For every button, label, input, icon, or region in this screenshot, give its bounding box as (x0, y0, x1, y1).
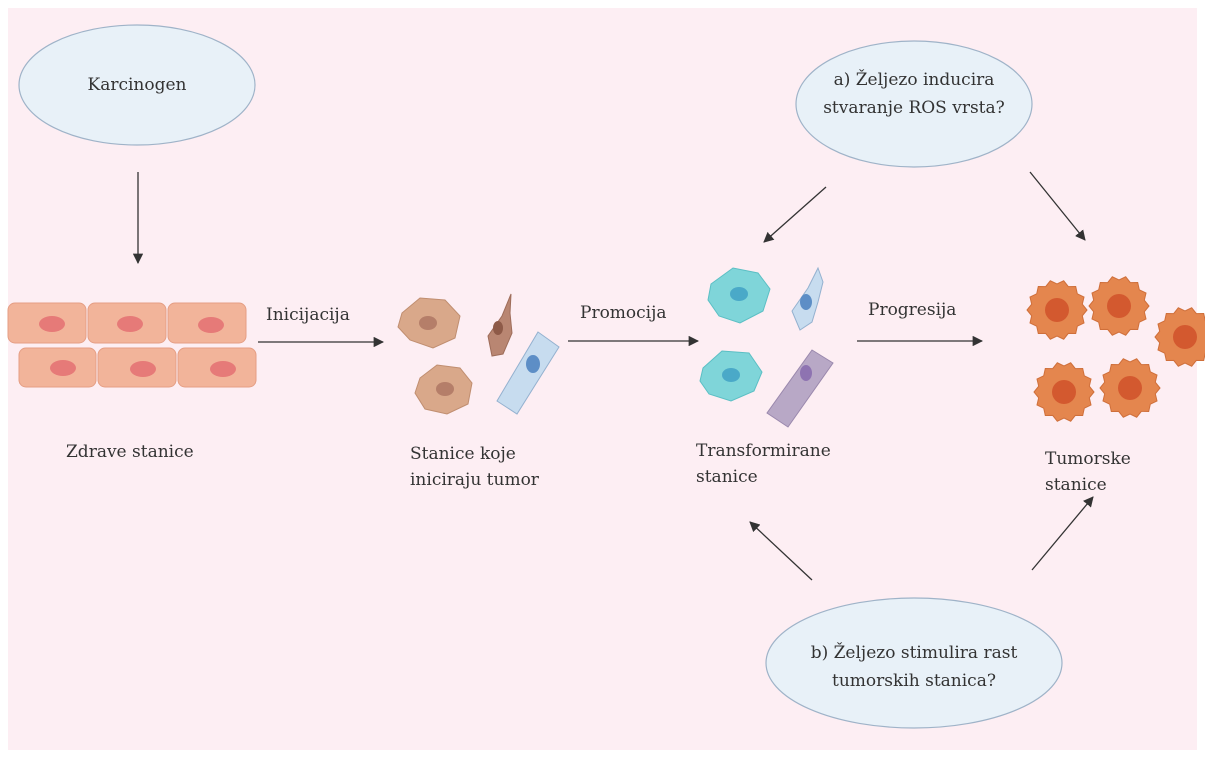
initiating-cells-label-line1: Stanice koje (410, 444, 516, 464)
promotion-label: Promocija (580, 303, 667, 323)
question-b-bubble (765, 597, 1063, 729)
tumor-cell-nucleus (1045, 298, 1069, 322)
initiating-cells (397, 293, 560, 415)
tumor-cell-nucleus (1173, 325, 1197, 349)
question-a-arrow-right (1029, 171, 1086, 241)
progression-label: Progresija (868, 300, 957, 320)
question-a-arrow-left (763, 186, 827, 243)
transformed-cells-label-line2: stanice (696, 467, 758, 487)
question-b-text-line2: tumorskih stanica? (832, 671, 996, 691)
question-b-arrow-left (749, 521, 813, 581)
tumor-cells-label-line1: Tumorske (1045, 449, 1131, 469)
question-a-text-line1: a) Željezo inducira (833, 70, 995, 90)
question-a-bubble (795, 40, 1033, 168)
tumor-cells (1026, 276, 1205, 422)
tumor-cells-label-line2: stanice (1045, 475, 1107, 495)
carcinogen-bubble (18, 24, 256, 146)
tumor-cell-nucleus (1118, 376, 1142, 400)
initiation-label: Inicijacija (266, 305, 350, 325)
question-b-text-line1: b) Željezo stimulira rast (810, 643, 1018, 663)
question-b-arrow-right (1031, 496, 1094, 571)
transformed-cells-label-line1: Transformirane (696, 441, 831, 461)
transformed-cells (699, 266, 834, 428)
tumor-cell-nucleus (1052, 380, 1076, 404)
tumor-cell-nucleus (1107, 294, 1131, 318)
healthy-cells-label: Zdrave stanice (66, 442, 194, 462)
initiating-cells-label-line2: iniciraju tumor (410, 470, 539, 490)
healthy-cells (7, 302, 257, 388)
carcinogen-label: Karcinogen (87, 75, 187, 95)
question-a-text-line2: stvaranje ROS vrsta? (823, 98, 1005, 118)
